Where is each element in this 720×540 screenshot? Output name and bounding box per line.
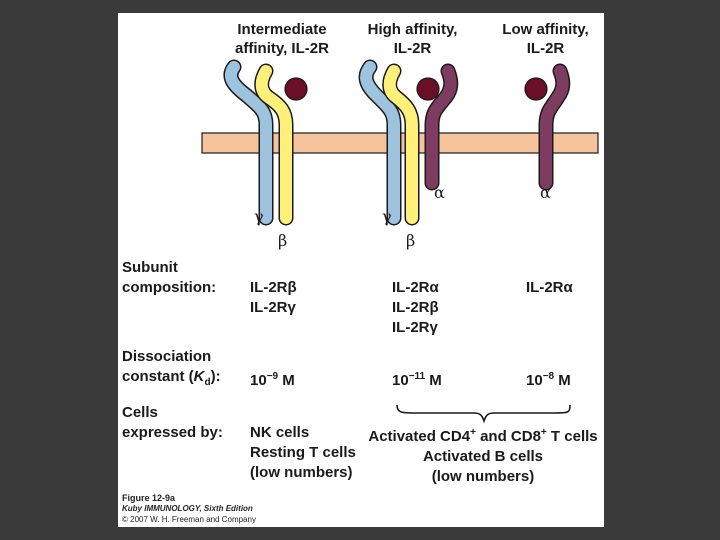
copyright: © 2007 W. H. Freeman and Company bbox=[122, 515, 256, 524]
dissociation-label: Dissociation constant (Kd): bbox=[122, 348, 221, 388]
book-title: Kuby IMMUNOLOGY, Sixth Edition bbox=[122, 504, 253, 513]
subunit-label: Subunit composition: bbox=[122, 259, 217, 296]
kd-low: 10−8 M bbox=[526, 371, 571, 389]
kd-high: 10−11 M bbox=[392, 371, 442, 389]
low-affinity-receptor bbox=[524, 63, 571, 191]
gamma-label-1: γ bbox=[254, 207, 264, 226]
figure-number: Figure 12-9a bbox=[122, 493, 176, 503]
cells-activated: Activated CD4+ and CD8+ T cells Activate… bbox=[368, 427, 598, 485]
intermediate-affinity-receptor bbox=[223, 59, 308, 226]
cells-intermediate: NK cells Resting T cells (low numbers) bbox=[250, 424, 356, 481]
subunits-low: IL-2Rα bbox=[526, 279, 573, 296]
gamma-label-2: γ bbox=[382, 207, 392, 226]
subunits-high: IL-2Rα IL-2Rβ IL-2Rγ bbox=[392, 279, 439, 336]
alpha-label-2: α bbox=[434, 183, 445, 202]
ligand-3 bbox=[524, 77, 548, 101]
bracket-line bbox=[396, 404, 571, 424]
bracket-svg bbox=[396, 404, 571, 424]
ligand-2 bbox=[416, 77, 440, 101]
ligand-1 bbox=[284, 77, 308, 101]
kd-intermediate: 10−9 M bbox=[250, 371, 295, 389]
high-affinity-receptor bbox=[358, 59, 459, 226]
header-high: High affinity, IL-2R bbox=[367, 21, 458, 57]
beta-label-2: β bbox=[406, 231, 416, 250]
header-intermediate: Intermediate affinity, IL-2R bbox=[235, 21, 329, 57]
receptor-diagram bbox=[201, 59, 599, 226]
beta-label-1: β bbox=[278, 231, 288, 250]
slide: Intermediate affinity, IL-2R High affini… bbox=[118, 13, 604, 527]
alpha-label-3: α bbox=[540, 183, 551, 202]
subunits-intermediate: IL-2Rβ IL-2Rγ bbox=[250, 279, 297, 316]
cells-label: Cells expressed by: bbox=[122, 404, 223, 441]
header-low: Low affinity, IL-2R bbox=[502, 21, 589, 57]
